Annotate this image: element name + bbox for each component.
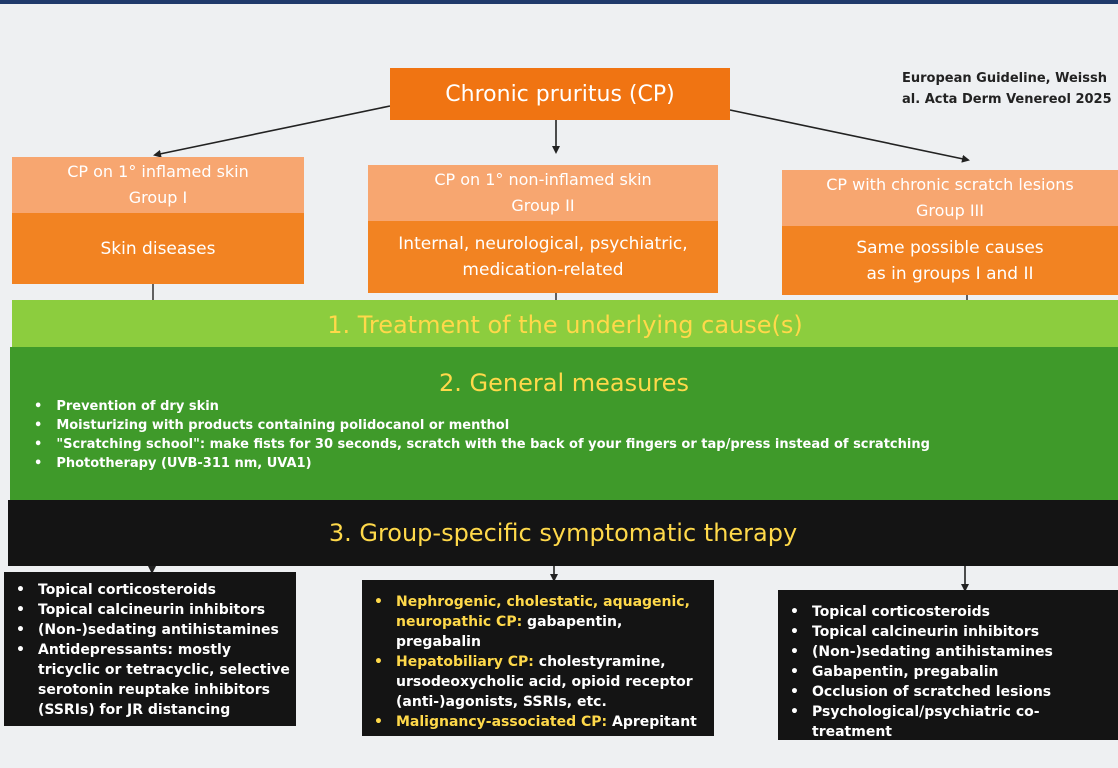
- step-3-label: 3. Group-specific symptomatic therapy: [328, 519, 798, 547]
- citation-line-1: European Guideline, Weissh: [902, 71, 1107, 86]
- therapy-item: Topical calcineurin inhibitors: [14, 600, 290, 620]
- group-3-title: CP with chronic scratch lesions: [826, 175, 1074, 194]
- therapy-item: Antidepressants: mostly tricyclic or tet…: [14, 640, 290, 720]
- therapy-box-group-1: Topical corticosteroids Topical calcineu…: [4, 572, 296, 726]
- step-1-bar: 1. Treatment of the underlying cause(s): [12, 300, 1118, 350]
- group-2-causes: Internal, neurological, psychiatric, med…: [368, 221, 718, 293]
- group-1-header: CP on 1° inflamed skin Group I: [12, 157, 304, 213]
- therapy-item-text: gabapentin, pregabalin: [396, 614, 623, 650]
- therapy-list-group-3: Topical corticosteroids Topical calcineu…: [788, 602, 1112, 742]
- group-3-label: Group III: [916, 201, 984, 220]
- therapy-item: Topical corticosteroids: [14, 580, 290, 600]
- step-2-label: 2. General measures: [439, 369, 689, 397]
- group-1-label: Group I: [128, 188, 188, 207]
- group-3-cause-line-2: as in groups I and II: [866, 263, 1034, 284]
- group-3-causes: Same possible causes as in groups I and …: [782, 226, 1118, 295]
- step-1-label: 1. Treatment of the underlying cause(s): [327, 311, 803, 339]
- therapy-item-label: Malignancy-associated CP:: [396, 714, 608, 730]
- citation: European Guideline, Weissh al. Acta Derm…: [902, 68, 1118, 110]
- general-measure-item: Moisturizing with products containing po…: [34, 416, 930, 435]
- therapy-item-text: cholestyramine, ursodeoxycholic acid, op…: [396, 654, 693, 710]
- therapy-item: Psychological/psychiatric co-treatment: [788, 702, 1112, 742]
- therapy-item: Topical corticosteroids: [788, 602, 1112, 622]
- group-3-header: CP with chronic scratch lesions Group II…: [782, 170, 1118, 226]
- group-2-cause-line-2: medication-related: [462, 260, 624, 280]
- therapy-item-label: Nephrogenic, cholestatic, aquagenic, neu…: [396, 594, 690, 630]
- group-1-cause-line-1: Skin diseases: [100, 238, 216, 259]
- general-measure-item: Phototherapy (UVB-311 nm, UVA1): [34, 454, 930, 473]
- group-3-cause-line-1: Same possible causes: [856, 237, 1044, 258]
- therapy-item: Gabapentin, pregabalin: [788, 662, 1112, 682]
- therapy-box-group-2: Nephrogenic, cholestatic, aquagenic, neu…: [362, 580, 714, 736]
- therapy-box-group-3: Topical corticosteroids Topical calcineu…: [778, 590, 1118, 740]
- therapy-item: Nephrogenic, cholestatic, aquagenic, neu…: [372, 592, 708, 652]
- group-1-causes: Skin diseases: [12, 213, 304, 284]
- root-label: Chronic pruritus (CP): [445, 81, 675, 107]
- root-node-chronic-pruritus: Chronic pruritus (CP): [390, 68, 730, 120]
- group-1-title: CP on 1° inflamed skin: [67, 162, 249, 181]
- therapy-item: Occlusion of scratched lesions: [788, 682, 1112, 702]
- arrow-root-to-group-3: [729, 109, 970, 163]
- group-2-title: CP on 1° non-inflamed skin: [434, 170, 652, 189]
- group-2-header: CP on 1° non-inflamed skin Group II: [368, 165, 718, 221]
- top-accent-bar: [0, 0, 1118, 4]
- therapy-item: (Non-)sedating antihistamines: [788, 642, 1112, 662]
- therapy-item-label: Hepatobiliary CP:: [396, 654, 534, 670]
- general-measures-list: Prevention of dry skin Moisturizing with…: [34, 397, 930, 473]
- step-2-panel: 2. General measures Prevention of dry sk…: [10, 347, 1118, 509]
- therapy-item: Topical calcineurin inhibitors: [788, 622, 1112, 642]
- group-2-label: Group II: [511, 196, 575, 215]
- therapy-list-group-1: Topical corticosteroids Topical calcineu…: [14, 580, 290, 720]
- group-2-cause-line-1: Internal, neurological, psychiatric,: [398, 234, 688, 254]
- therapy-item-text: Aprepitant: [607, 714, 697, 730]
- therapy-item: (Non-)sedating antihistamines: [14, 620, 290, 640]
- citation-line-2: al. Acta Derm Venereol 2025: [902, 92, 1112, 107]
- therapy-list-group-2: Nephrogenic, cholestatic, aquagenic, neu…: [372, 592, 708, 732]
- general-measure-item: Prevention of dry skin: [34, 397, 930, 416]
- general-measure-item: "Scratching school": make fists for 30 s…: [34, 435, 930, 454]
- step-3-bar: 3. Group-specific symptomatic therapy: [8, 500, 1118, 566]
- therapy-item: Hepatobiliary CP: cholestyramine, ursode…: [372, 652, 708, 712]
- therapy-item: Malignancy-associated CP: Aprepitant: [372, 712, 708, 732]
- arrow-root-to-group-1: [153, 105, 391, 158]
